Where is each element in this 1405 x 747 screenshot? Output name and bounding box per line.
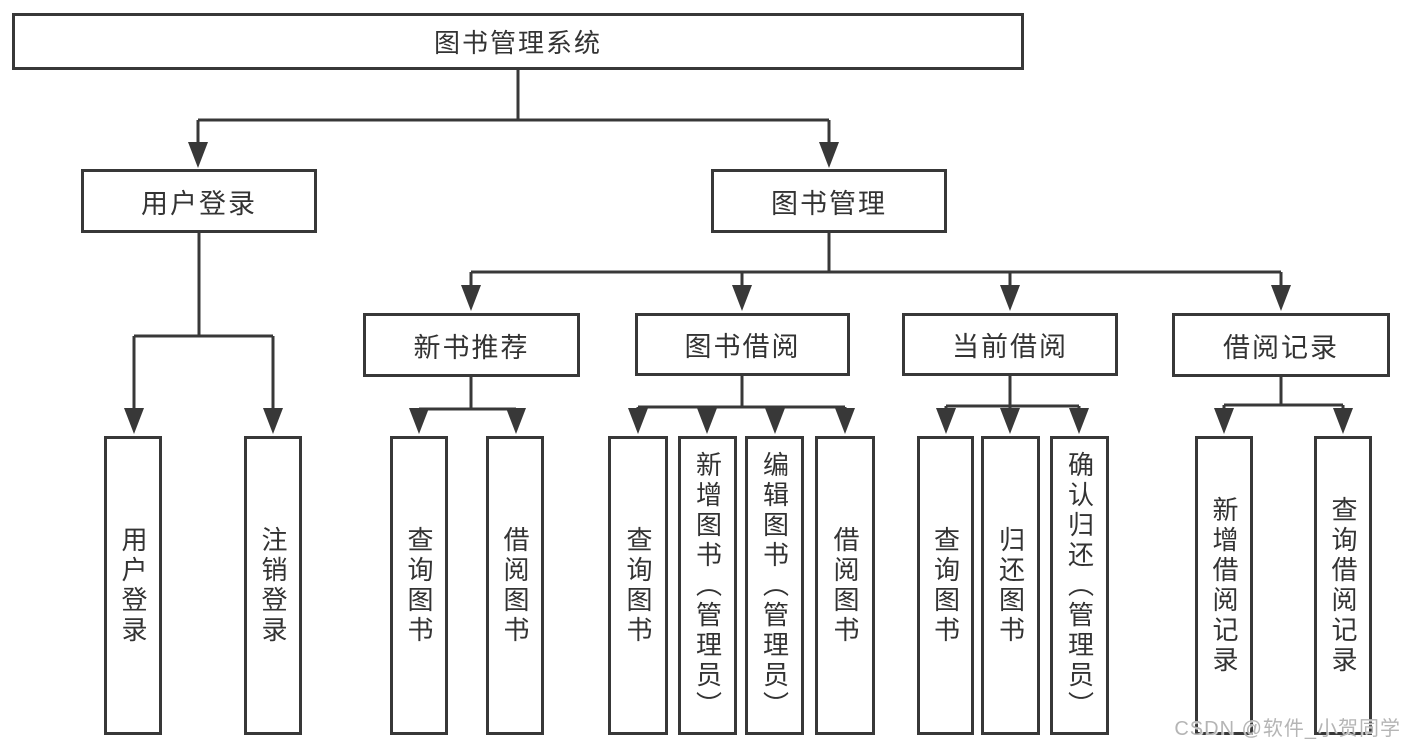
arrow-icon bbox=[188, 142, 208, 168]
arrow-icon bbox=[697, 408, 717, 434]
arrow-icon bbox=[819, 142, 839, 168]
arrow-icon bbox=[124, 408, 144, 434]
node-leaf-bb-query-book: 查询图书 bbox=[608, 436, 668, 735]
node-leaf-cb-query-book: 查询图书 bbox=[917, 436, 974, 735]
arrow-icon bbox=[409, 408, 429, 434]
node-leaf-logout: 注销登录 bbox=[244, 436, 302, 735]
arrow-icon bbox=[1069, 408, 1089, 434]
node-book-borrow: 图书借阅 bbox=[635, 313, 850, 376]
arrow-icon bbox=[835, 408, 855, 434]
node-borrow-records: 借阅记录 bbox=[1172, 313, 1390, 377]
node-leaf-cb-confirm-return-admin: 确认归还（管理员） bbox=[1050, 436, 1109, 735]
arrow-icon bbox=[263, 408, 283, 434]
arrow-icon bbox=[936, 408, 956, 434]
node-system-root: 图书管理系统 bbox=[12, 13, 1024, 70]
connector-new-book bbox=[417, 377, 518, 416]
node-leaf-user-login: 用户登录 bbox=[104, 436, 162, 735]
node-leaf-bb-edit-book-admin: 编辑图书（管理员） bbox=[745, 436, 804, 735]
arrow-icon bbox=[1000, 408, 1020, 434]
arrow-icon bbox=[1271, 285, 1291, 311]
arrow-icon bbox=[461, 285, 481, 311]
node-leaf-cb-return-book: 归还图书 bbox=[981, 436, 1040, 735]
connector-root bbox=[196, 69, 831, 148]
node-leaf-nb-borrow-book: 借阅图书 bbox=[486, 436, 544, 735]
node-leaf-bb-add-book-admin: 新增图书（管理员） bbox=[678, 436, 737, 735]
arrow-icon bbox=[1000, 285, 1020, 311]
arrow-icon bbox=[765, 408, 785, 434]
connector-book-borrow bbox=[636, 376, 847, 416]
connector-book-management bbox=[469, 233, 1283, 290]
connector-borrow-records bbox=[1222, 377, 1345, 416]
arrow-icon bbox=[506, 408, 526, 434]
node-leaf-br-query-record: 查询借阅记录 bbox=[1314, 436, 1372, 735]
arrow-icon bbox=[1333, 408, 1353, 434]
node-book-management: 图书管理 bbox=[711, 169, 947, 233]
arrow-icon bbox=[628, 408, 648, 434]
node-new-book-recommend: 新书推荐 bbox=[363, 313, 580, 377]
node-leaf-nb-query-book: 查询图书 bbox=[390, 436, 448, 735]
node-user-login: 用户登录 bbox=[81, 169, 317, 233]
arrow-icon bbox=[1214, 408, 1234, 434]
arrow-icon bbox=[732, 285, 752, 311]
csdn-watermark: CSDN @软件_小贺同学 bbox=[1174, 718, 1401, 740]
node-current-borrow: 当前借阅 bbox=[902, 313, 1118, 376]
node-leaf-br-add-record: 新增借阅记录 bbox=[1195, 436, 1253, 735]
connector-user-login bbox=[132, 232, 275, 412]
arrowheads bbox=[124, 142, 1353, 434]
node-leaf-bb-borrow-book: 借阅图书 bbox=[815, 436, 875, 735]
